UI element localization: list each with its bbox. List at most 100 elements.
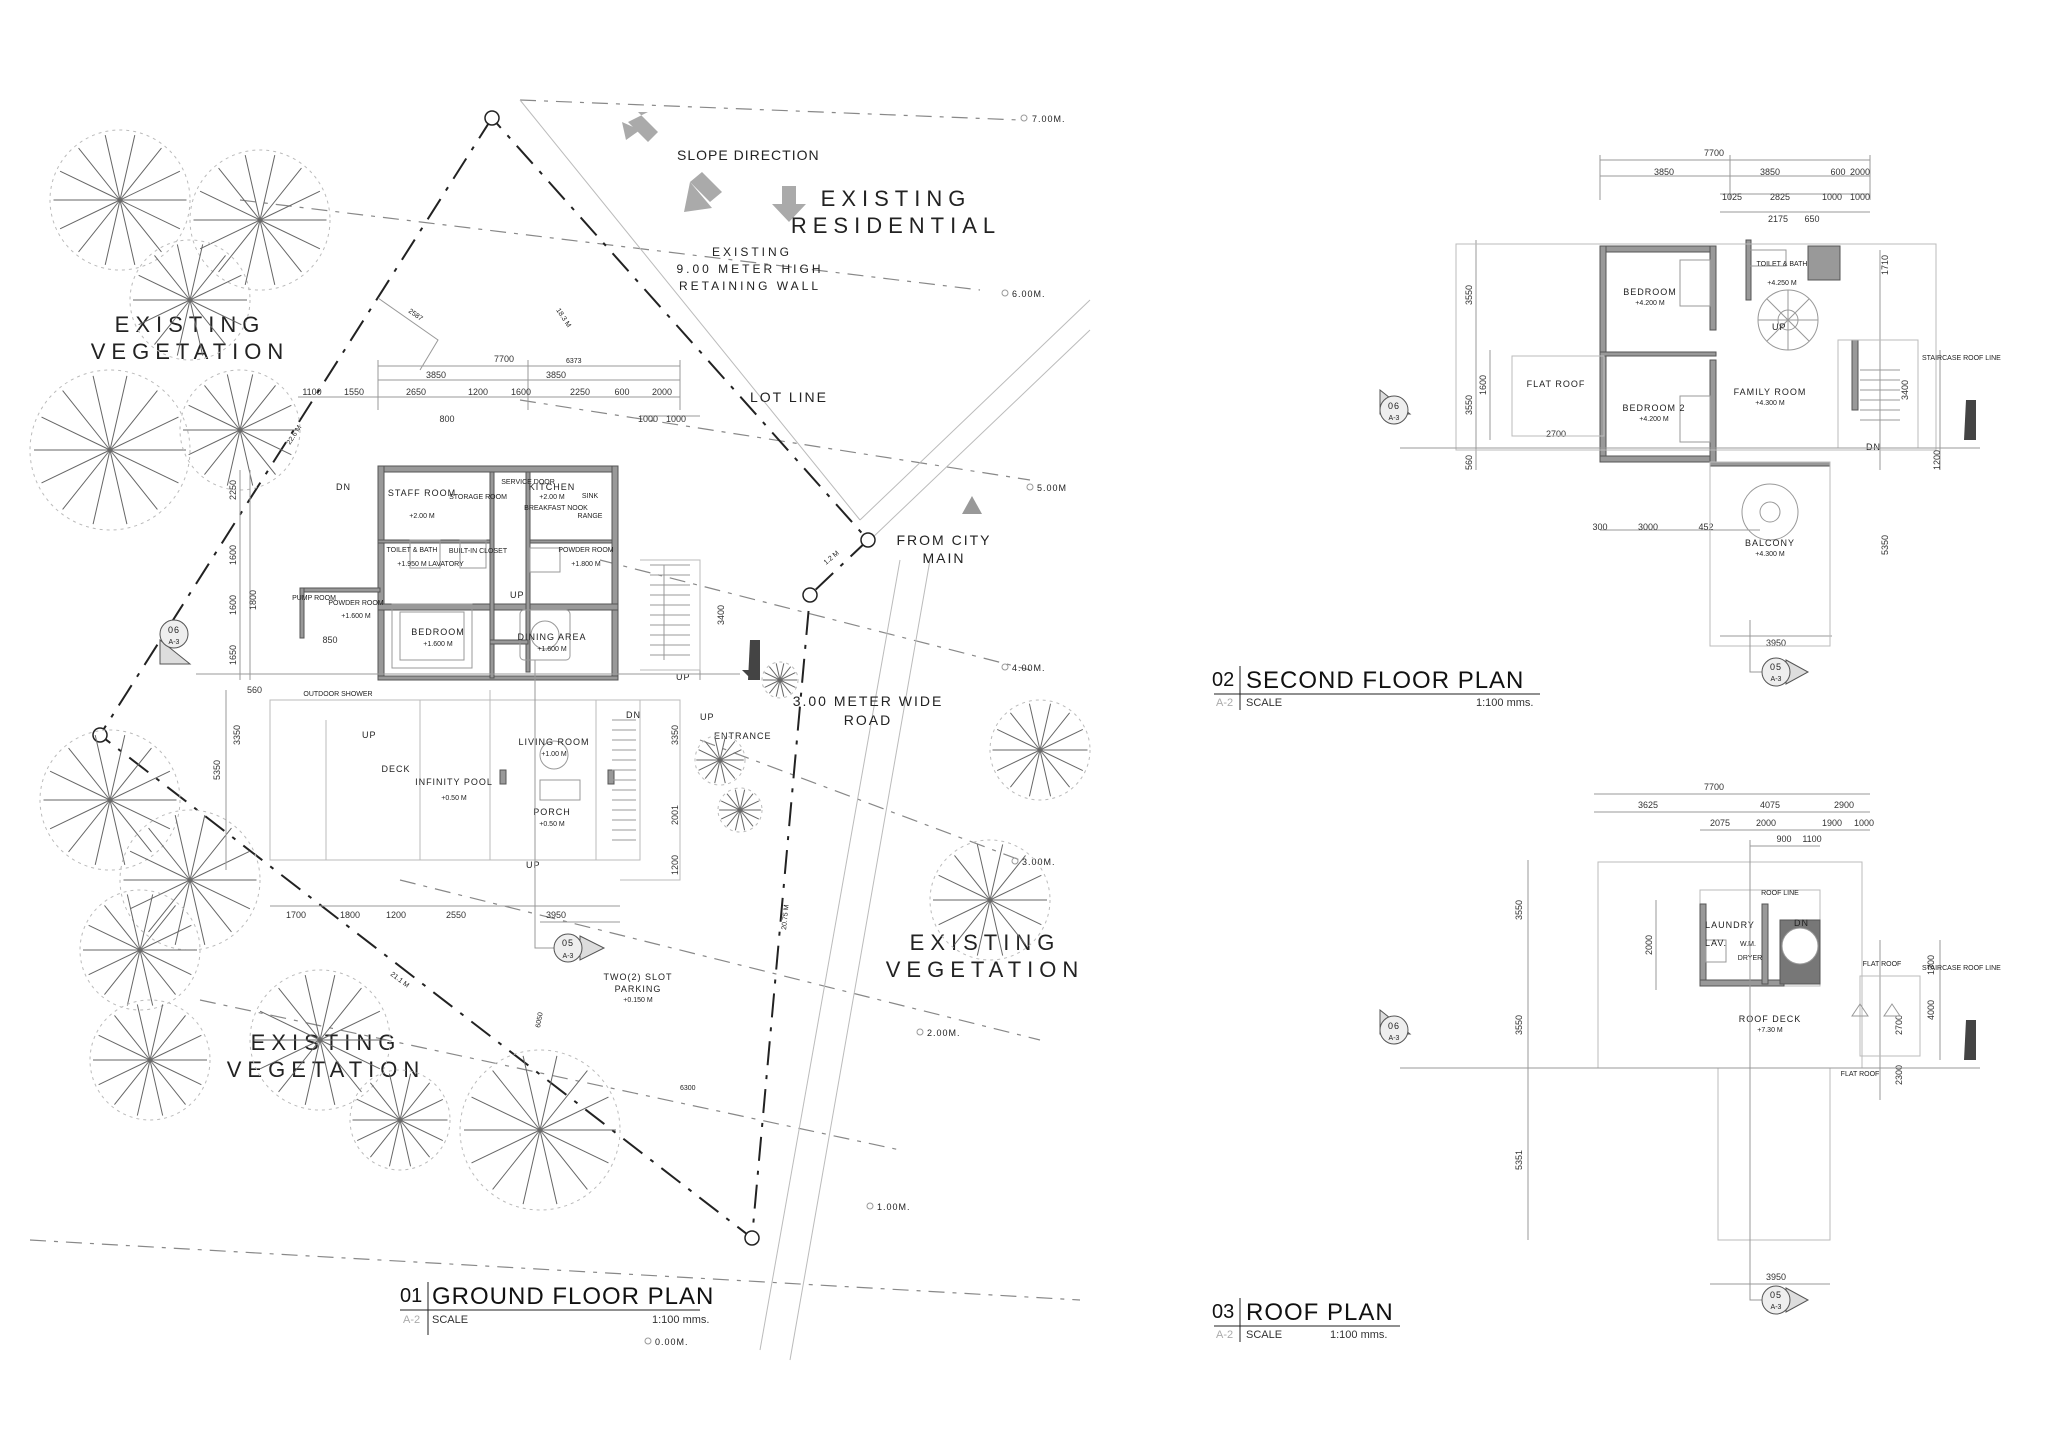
tree-icon bbox=[189, 149, 331, 291]
svg-text:DN: DN bbox=[336, 482, 351, 492]
svg-text:DINING AREA: DINING AREA bbox=[517, 632, 586, 642]
svg-text:+1.950 M: +1.950 M bbox=[397, 561, 427, 568]
svg-text:3950: 3950 bbox=[1766, 1272, 1786, 1282]
svg-text:W.M.: W.M. bbox=[1740, 941, 1756, 948]
ground-floor-plan-title: GROUND FLOOR PLAN bbox=[432, 1283, 714, 1310]
sf-walls bbox=[1599, 239, 1859, 467]
svg-text:18.3 M: 18.3 M bbox=[554, 307, 572, 329]
svg-text:3550: 3550 bbox=[1514, 900, 1524, 920]
svg-text:2900: 2900 bbox=[1834, 800, 1854, 810]
svg-text:5351: 5351 bbox=[1514, 1150, 1524, 1170]
svg-text:452: 452 bbox=[1698, 522, 1713, 532]
gf-dimension-lines bbox=[225, 360, 701, 923]
svg-text:2000: 2000 bbox=[1644, 935, 1654, 955]
svg-text:RETAINING WALL: RETAINING WALL bbox=[679, 279, 821, 293]
second-floor-plan-title: SECOND FLOOR PLAN bbox=[1246, 667, 1524, 694]
svg-text:1600: 1600 bbox=[1478, 375, 1488, 395]
svg-text:+4.300 M: +4.300 M bbox=[1755, 400, 1785, 407]
svg-text:4000: 4000 bbox=[1926, 1000, 1936, 1020]
svg-text:MAIN: MAIN bbox=[923, 550, 966, 566]
gf-room-labels: STAFF ROOM +2.00 M KITCHEN +2.00 M TOILE… bbox=[292, 479, 614, 828]
svg-text:7700: 7700 bbox=[1704, 782, 1724, 792]
tree-icon bbox=[459, 1049, 621, 1211]
svg-text:1200: 1200 bbox=[468, 387, 488, 397]
svg-text:5.00M: 5.00M bbox=[1037, 483, 1067, 493]
svg-text:3550: 3550 bbox=[1514, 1015, 1524, 1035]
svg-text:DECK: DECK bbox=[381, 764, 410, 774]
svg-text:SINK: SINK bbox=[582, 493, 599, 500]
svg-text:2000: 2000 bbox=[1850, 167, 1870, 177]
svg-text:UP: UP bbox=[1772, 322, 1787, 332]
gf-section-marker-06: 06 A-3 bbox=[159, 619, 740, 675]
svg-text:1600: 1600 bbox=[511, 387, 531, 397]
ground-floor-plan: 7700 3850 3850 1100 1550 2650 1200 1600 … bbox=[159, 354, 760, 963]
tree-icon bbox=[761, 661, 799, 699]
svg-text:1.2 M: 1.2 M bbox=[823, 550, 841, 567]
existing-residential-label: EXISTING bbox=[821, 186, 972, 211]
svg-text:STORAGE ROOM: STORAGE ROOM bbox=[449, 494, 507, 501]
svg-text:1000: 1000 bbox=[1854, 818, 1874, 828]
svg-text:4075: 4075 bbox=[1760, 800, 1780, 810]
svg-text:+4.300 M: +4.300 M bbox=[1755, 551, 1785, 558]
parking-label: TWO(2) SLOT bbox=[604, 972, 673, 982]
contour-level-7: 7.00M. bbox=[1020, 114, 1065, 124]
slope-direction-label: SLOPE DIRECTION bbox=[677, 147, 820, 163]
svg-text:03: 03 bbox=[1212, 1301, 1234, 1323]
svg-text:2.00M.: 2.00M. bbox=[927, 1028, 961, 1038]
svg-text:1650: 1650 bbox=[228, 645, 238, 665]
svg-text:FLAT ROOF: FLAT ROOF bbox=[1863, 961, 1902, 968]
svg-text:BREAKFAST NOOK: BREAKFAST NOOK bbox=[524, 505, 588, 512]
svg-text:800: 800 bbox=[439, 414, 454, 424]
svg-text:650: 650 bbox=[1804, 214, 1819, 224]
slope-arrow-icon bbox=[628, 112, 658, 142]
svg-text:A-3: A-3 bbox=[1771, 676, 1782, 683]
svg-text:FLAT ROOF: FLAT ROOF bbox=[1841, 1071, 1880, 1078]
svg-text:2000: 2000 bbox=[652, 387, 672, 397]
svg-text:2250: 2250 bbox=[570, 387, 590, 397]
svg-text:01: 01 bbox=[400, 1285, 422, 1307]
rf-section-marker-05: 05 A-3 bbox=[1749, 840, 1810, 1315]
svg-text:SERVICE DOOR: SERVICE DOOR bbox=[501, 479, 555, 486]
contour-labels: 7.00M. 6.00M. 5.00M 4.00M. 3.00M. 2.00M.… bbox=[644, 114, 1067, 1347]
svg-text:7700: 7700 bbox=[494, 354, 514, 364]
svg-text:3950: 3950 bbox=[1766, 638, 1786, 648]
svg-text:600: 600 bbox=[1830, 167, 1845, 177]
svg-text:TOILET & BATH: TOILET & BATH bbox=[1757, 261, 1808, 268]
svg-text:600: 600 bbox=[614, 387, 629, 397]
svg-text:6.00M.: 6.00M. bbox=[1012, 289, 1046, 299]
svg-text:6373: 6373 bbox=[566, 358, 582, 365]
svg-text:0.00M.: 0.00M. bbox=[655, 1337, 689, 1347]
contour-level-0: 0.00M. bbox=[644, 1337, 689, 1347]
tree-icon bbox=[79, 889, 201, 1011]
svg-text:06: 06 bbox=[168, 625, 180, 635]
svg-text:05: 05 bbox=[1770, 1290, 1782, 1300]
svg-text:SCALE: SCALE bbox=[1246, 1329, 1282, 1341]
svg-text:STAFF ROOM: STAFF ROOM bbox=[388, 488, 456, 498]
slope-arrows: SLOPE DIRECTION bbox=[622, 112, 982, 514]
svg-text:1025: 1025 bbox=[1722, 192, 1742, 202]
svg-text:+1.00 M: +1.00 M bbox=[541, 751, 567, 758]
svg-text:1600: 1600 bbox=[228, 595, 238, 615]
existing-vegetation-label: EXISTING bbox=[251, 1030, 402, 1055]
svg-text:ROOF DECK: ROOF DECK bbox=[1739, 1014, 1802, 1024]
svg-text:LAVATORY: LAVATORY bbox=[428, 561, 464, 568]
svg-text:3400: 3400 bbox=[1900, 380, 1910, 400]
svg-text:FAMILY ROOM: FAMILY ROOM bbox=[1734, 387, 1807, 397]
svg-text:5350: 5350 bbox=[1880, 535, 1890, 555]
svg-text:2650: 2650 bbox=[406, 387, 426, 397]
svg-text:1300: 1300 bbox=[1926, 955, 1936, 975]
svg-text:A-3: A-3 bbox=[169, 639, 180, 646]
svg-text:06: 06 bbox=[1388, 1021, 1400, 1031]
svg-text:1700: 1700 bbox=[286, 910, 306, 920]
tree-icon bbox=[694, 734, 746, 786]
svg-text:2825: 2825 bbox=[1770, 192, 1790, 202]
gf-stair-labels: DN UP UP UP DN UP UP bbox=[336, 482, 714, 870]
tree-icon bbox=[119, 809, 261, 951]
svg-text:3350: 3350 bbox=[670, 725, 680, 745]
svg-text:05: 05 bbox=[562, 938, 574, 948]
tree-icon bbox=[989, 699, 1091, 801]
svg-text:300: 300 bbox=[1592, 522, 1607, 532]
svg-text:2550: 2550 bbox=[446, 910, 466, 920]
svg-text:05: 05 bbox=[1770, 662, 1782, 672]
